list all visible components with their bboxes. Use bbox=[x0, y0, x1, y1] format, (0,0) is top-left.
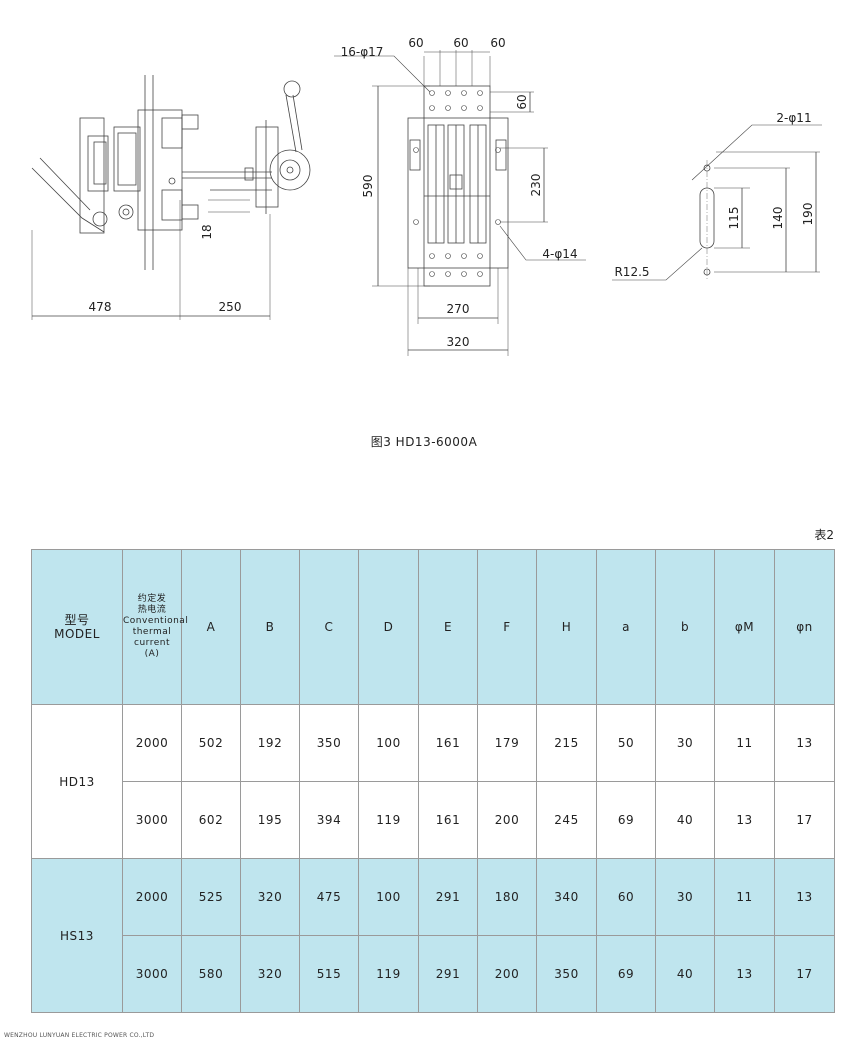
dim-18: 18 bbox=[200, 224, 214, 239]
value-cell: 580 bbox=[181, 935, 241, 1013]
value-cell: 350 bbox=[299, 704, 359, 782]
value-cell: 30 bbox=[655, 704, 715, 782]
value-cell: 60 bbox=[596, 858, 656, 936]
table-row: 3000 580 320 515 119 291 200 350 69 40 1… bbox=[32, 935, 835, 1013]
col-header: a bbox=[596, 549, 656, 705]
value-cell: 394 bbox=[299, 781, 359, 859]
value-cell: 291 bbox=[418, 935, 478, 1013]
current-cell: 2000 bbox=[122, 858, 182, 936]
value-cell: 200 bbox=[477, 935, 537, 1013]
value-cell: 100 bbox=[358, 858, 419, 936]
col-header: D bbox=[358, 549, 419, 705]
value-cell: 515 bbox=[299, 935, 359, 1013]
company-footer: WENZHOU LUNYUAN ELECTRIC POWER CO.,LTD bbox=[4, 1032, 155, 1039]
value-cell: 320 bbox=[240, 858, 300, 936]
value-cell: 200 bbox=[477, 781, 537, 859]
dim-top-60-c: 60 bbox=[490, 36, 505, 50]
value-cell: 320 bbox=[240, 935, 300, 1013]
dim-230: 230 bbox=[529, 174, 543, 197]
value-cell: 69 bbox=[596, 935, 656, 1013]
value-cell: 100 bbox=[358, 704, 419, 782]
dim-140: 140 bbox=[771, 207, 785, 230]
value-cell: 350 bbox=[536, 935, 597, 1013]
dim-r12-5: R12.5 bbox=[614, 265, 649, 279]
value-cell: 475 bbox=[299, 858, 359, 936]
dim-270: 270 bbox=[447, 302, 470, 316]
value-cell: 502 bbox=[181, 704, 241, 782]
value-cell: 30 bbox=[655, 858, 715, 936]
col-header: C bbox=[299, 549, 359, 705]
value-cell: 17 bbox=[774, 781, 835, 859]
col-header: B bbox=[240, 549, 300, 705]
value-cell: 50 bbox=[596, 704, 656, 782]
dim-top-60-b: 60 bbox=[453, 36, 468, 50]
value-cell: 340 bbox=[536, 858, 597, 936]
value-cell: 245 bbox=[536, 781, 597, 859]
dim-2-holes: 2-φ11 bbox=[776, 111, 811, 125]
figure-caption: 图3 HD13-6000A bbox=[370, 435, 478, 449]
col-header: φn bbox=[774, 549, 835, 705]
value-cell: 119 bbox=[358, 935, 419, 1013]
value-cell: 161 bbox=[418, 781, 478, 859]
model-cell: HD13 bbox=[31, 704, 123, 859]
value-cell: 11 bbox=[714, 858, 775, 936]
dim-top-60-a: 60 bbox=[408, 36, 423, 50]
col-header: φM bbox=[714, 549, 775, 705]
model-cell: HS13 bbox=[31, 858, 123, 1013]
value-cell: 11 bbox=[714, 704, 775, 782]
table-row: 3000 602 195 394 119 161 200 245 69 40 1… bbox=[32, 781, 835, 859]
value-cell: 69 bbox=[596, 781, 656, 859]
dim-590: 590 bbox=[361, 175, 375, 198]
current-cell: 2000 bbox=[122, 704, 182, 782]
dim-478: 478 bbox=[89, 300, 112, 314]
dim-115: 115 bbox=[727, 207, 741, 230]
value-cell: 291 bbox=[418, 858, 478, 936]
value-cell: 215 bbox=[536, 704, 597, 782]
value-cell: 40 bbox=[655, 781, 715, 859]
value-cell: 13 bbox=[714, 781, 775, 859]
hole-pattern-view bbox=[612, 124, 822, 281]
value-cell: 119 bbox=[358, 781, 419, 859]
table-label: 表2 bbox=[814, 528, 834, 542]
col-header: F bbox=[477, 549, 537, 705]
col-header: E bbox=[418, 549, 478, 705]
value-cell: 13 bbox=[774, 858, 835, 936]
value-cell: 602 bbox=[181, 781, 241, 859]
col-header: b bbox=[655, 549, 715, 705]
dim-250: 250 bbox=[219, 300, 242, 314]
value-cell: 17 bbox=[774, 935, 835, 1013]
value-cell: 161 bbox=[418, 704, 478, 782]
current-cell: 3000 bbox=[122, 781, 182, 859]
col-header: H bbox=[536, 549, 597, 705]
value-cell: 40 bbox=[655, 935, 715, 1013]
value-cell: 179 bbox=[477, 704, 537, 782]
current-header: 约定发 热电流 Conventional thermal current (A) bbox=[122, 549, 188, 705]
col-header: A bbox=[181, 549, 241, 705]
value-cell: 192 bbox=[240, 704, 300, 782]
value-cell: 525 bbox=[181, 858, 241, 936]
dim-4-holes: 4-φ14 bbox=[542, 247, 577, 261]
dim-320: 320 bbox=[447, 335, 470, 349]
value-cell: 195 bbox=[240, 781, 300, 859]
value-cell: 13 bbox=[714, 935, 775, 1013]
current-cell: 3000 bbox=[122, 935, 182, 1013]
value-cell: 180 bbox=[477, 858, 537, 936]
front-view bbox=[334, 50, 586, 356]
value-cell: 13 bbox=[774, 704, 835, 782]
dim-side-60: 60 bbox=[515, 94, 529, 109]
technical-drawing: 478 250 18 bbox=[0, 0, 848, 430]
table-row: HS13 2000 525 320 475 100 291 180 340 60… bbox=[31, 858, 835, 1013]
dim-190: 190 bbox=[801, 203, 815, 226]
dim-16-holes: 16-φ17 bbox=[341, 45, 384, 59]
side-view bbox=[31, 75, 311, 320]
table-row: HD13 2000 502 192 350 100 161 179 215 50… bbox=[31, 704, 835, 859]
